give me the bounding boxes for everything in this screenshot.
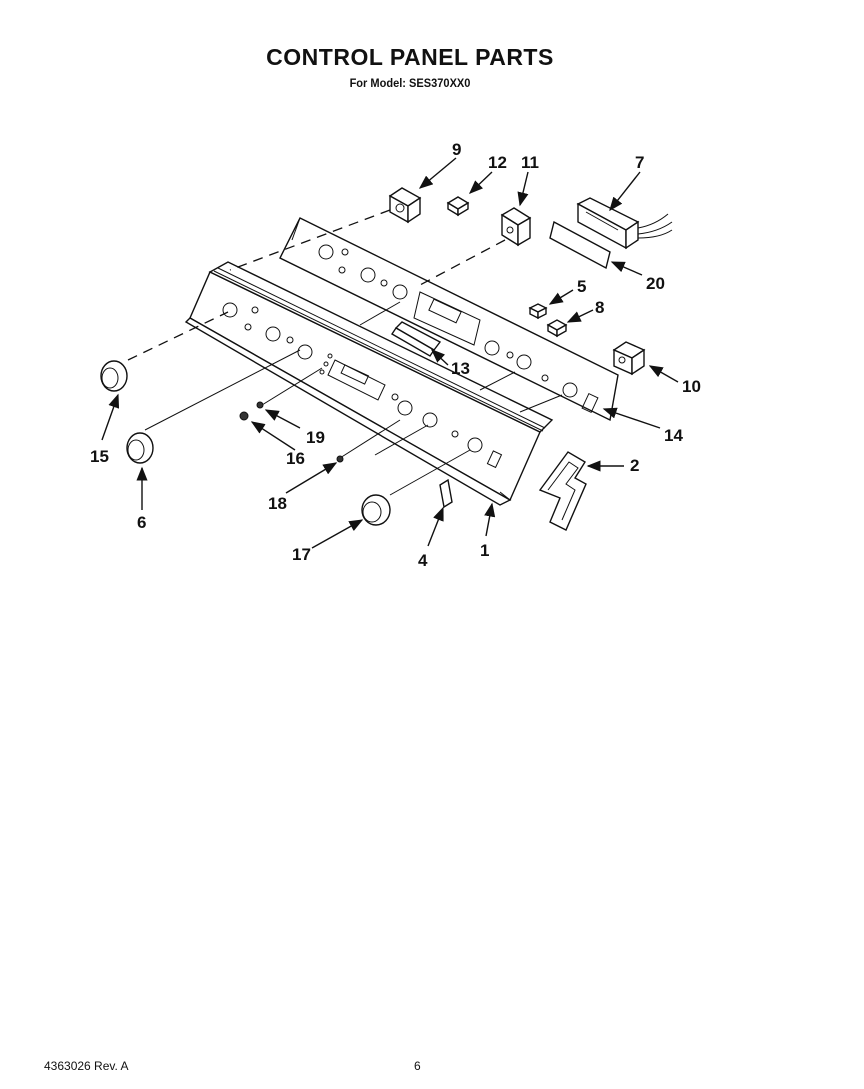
document-number: 4363026 Rev. A [44,1059,129,1073]
front-console [184,261,554,506]
screw-18 [336,455,344,463]
part-13-display [391,321,442,357]
knob-17 [361,494,391,526]
callout-9: 9 [452,140,461,159]
callout-18: 18 [268,494,287,513]
callout-16: 16 [286,449,305,468]
part-10-switch [612,341,646,376]
callout-17: 17 [292,545,311,564]
callout-13: 13 [451,359,470,378]
callout-14: 14 [664,426,683,445]
page-title: CONTROL PANEL PARTS [266,44,554,70]
callout-2: 2 [630,456,639,475]
part-5 [528,303,548,320]
screw-16 [239,411,249,421]
callout-5: 5 [577,277,586,296]
callout-1: 1 [480,541,489,560]
knob-15 [100,360,128,392]
part-7-board [576,197,673,250]
callout-12: 12 [488,153,507,172]
callout-4: 4 [418,551,428,570]
part-12 [446,196,470,217]
part-20-overlay [549,220,611,270]
assembly-lines [127,209,506,361]
callout-6: 6 [137,513,146,532]
callout-labels: 9 12 11 7 20 5 8 10 14 13 2 1 4 17 18 16… [90,140,701,570]
screw-19 [256,401,264,409]
callout-15: 15 [90,447,109,466]
knob-6 [126,432,154,464]
callout-20: 20 [646,274,665,293]
callout-19: 19 [306,428,325,447]
page-number: 6 [414,1059,421,1073]
callout-8: 8 [595,298,604,317]
part-11-switch [500,207,532,247]
part-9-switch [388,187,422,224]
callout-10: 10 [682,377,701,396]
callout-7: 7 [635,153,644,172]
part-4-clip [439,478,453,509]
model-subtitle: For Model: SES370XX0 [349,76,471,90]
rear-panel [279,217,619,422]
part-8 [546,319,568,338]
callout-arrows [101,157,679,549]
leader-lines [144,301,563,496]
callout-11: 11 [521,153,539,172]
part-2-bracket [538,451,587,531]
